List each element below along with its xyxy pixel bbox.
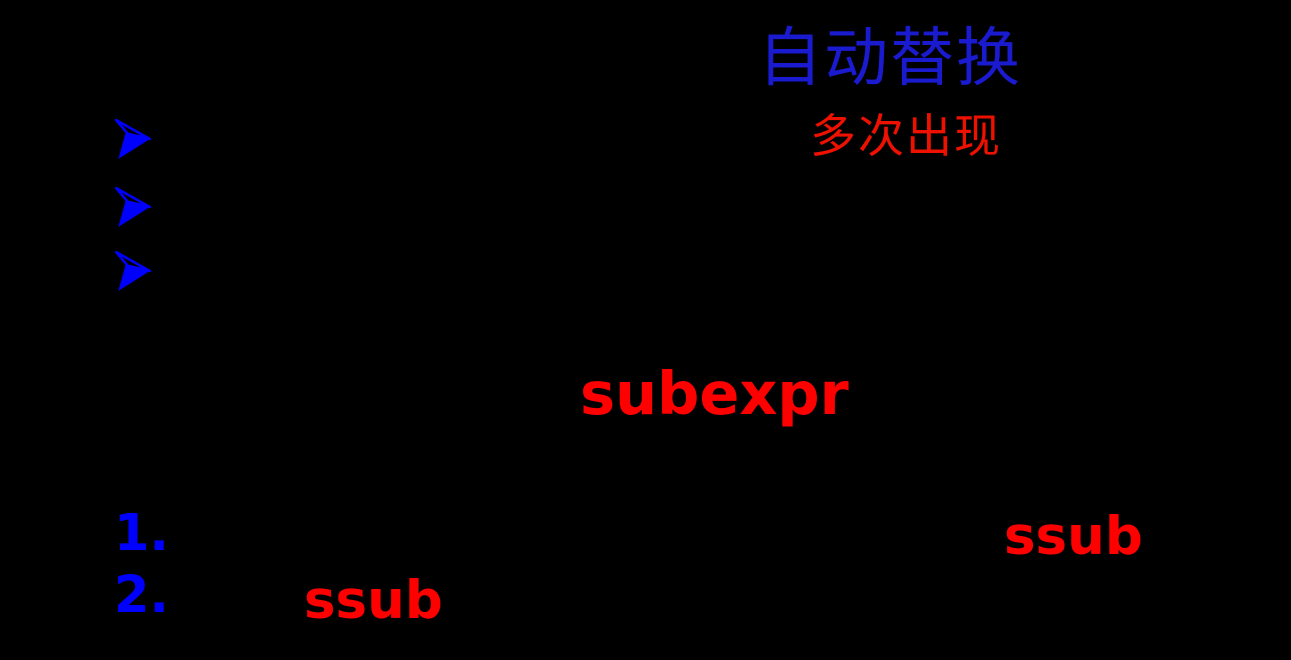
command-keyword-subexpr: subexpr: [580, 359, 849, 428]
arrowhead-right-icon: [113, 118, 153, 160]
list-item-1-number: 1.: [114, 504, 169, 563]
arrowhead-right-icon: [113, 250, 153, 292]
list-item-2-number: 2.: [114, 566, 169, 625]
slide-subtitle: 多次出现: [810, 109, 1002, 163]
slide-title: 自动替换: [758, 22, 1022, 96]
list-item-2-keyword-ssub: ssub: [304, 570, 443, 631]
arrowhead-right-icon: [113, 186, 153, 228]
list-item-1-keyword-ssub: ssub: [1004, 506, 1143, 567]
